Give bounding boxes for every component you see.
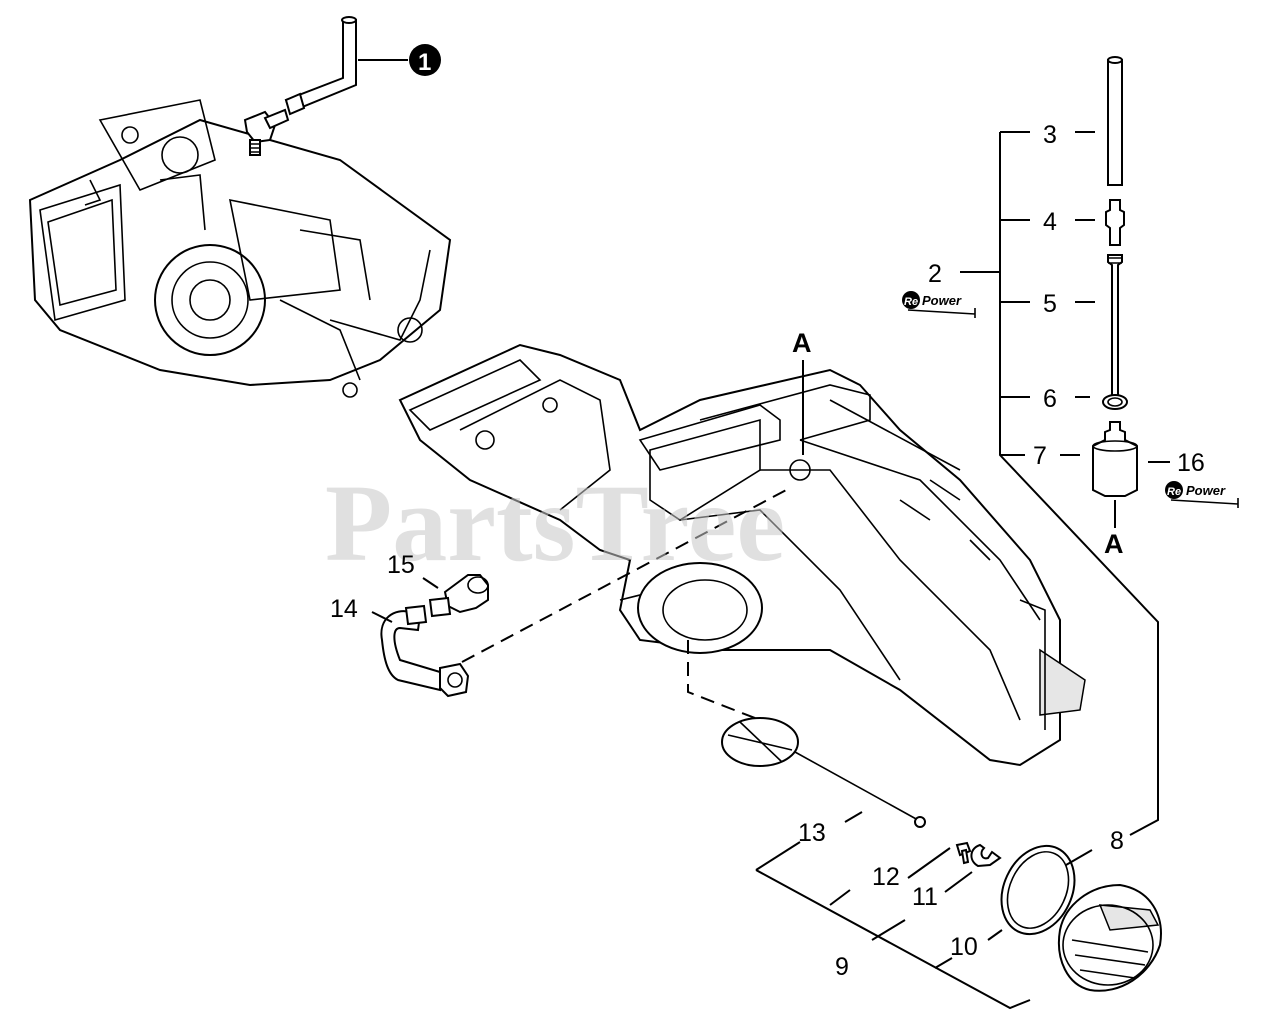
callout-16-label: 16: [1177, 449, 1205, 477]
oil-tank-housing: [398, 343, 1086, 767]
callout-5-label: 5: [1043, 290, 1057, 318]
repower-icon-text: Re: [904, 296, 918, 308]
callout-7-label: 7: [1033, 442, 1047, 470]
reference-mark-a-top: A: [792, 328, 812, 358]
repower-badge-bottom: Re Power: [1165, 481, 1239, 508]
callout-1-label: 1: [418, 49, 431, 76]
callout-12-label: 12: [872, 863, 900, 891]
dashed-connectors: [461, 487, 791, 721]
callout-1: 1: [409, 44, 441, 76]
callout-14-label: 14: [330, 595, 358, 623]
reference-mark-a-bottom: A: [1104, 529, 1124, 559]
callout-8-label: 8: [1110, 827, 1124, 855]
callout-10-label: 10: [950, 933, 978, 961]
callout-4-label: 4: [1043, 208, 1057, 236]
callout-3-label: 3: [1043, 121, 1057, 149]
callout-2-label: 2: [928, 260, 942, 288]
repower-icon-text: Re: [1167, 486, 1181, 498]
leader-lines: [358, 59, 1170, 1010]
oil-cap-group: [955, 841, 1162, 992]
callout-13-label: 13: [798, 819, 826, 847]
parts-14-15-hose: [380, 574, 489, 698]
oil-pickup-stack: [1092, 56, 1138, 528]
part-13-strainer: [721, 717, 926, 828]
part-1-hose-and-fitting: [243, 16, 357, 156]
repower-text: Power: [922, 293, 962, 308]
repower-badge-top: Re Power: [902, 291, 976, 318]
crankcase-assembly: [28, 99, 452, 398]
watermark-text: PartsTree: [325, 462, 785, 584]
callout-9-label: 9: [835, 953, 849, 981]
callout-6-label: 6: [1043, 385, 1057, 413]
repower-text: Power: [1186, 483, 1226, 498]
callout-11-label: 11: [912, 883, 938, 911]
callout-15-label: 15: [387, 551, 415, 579]
